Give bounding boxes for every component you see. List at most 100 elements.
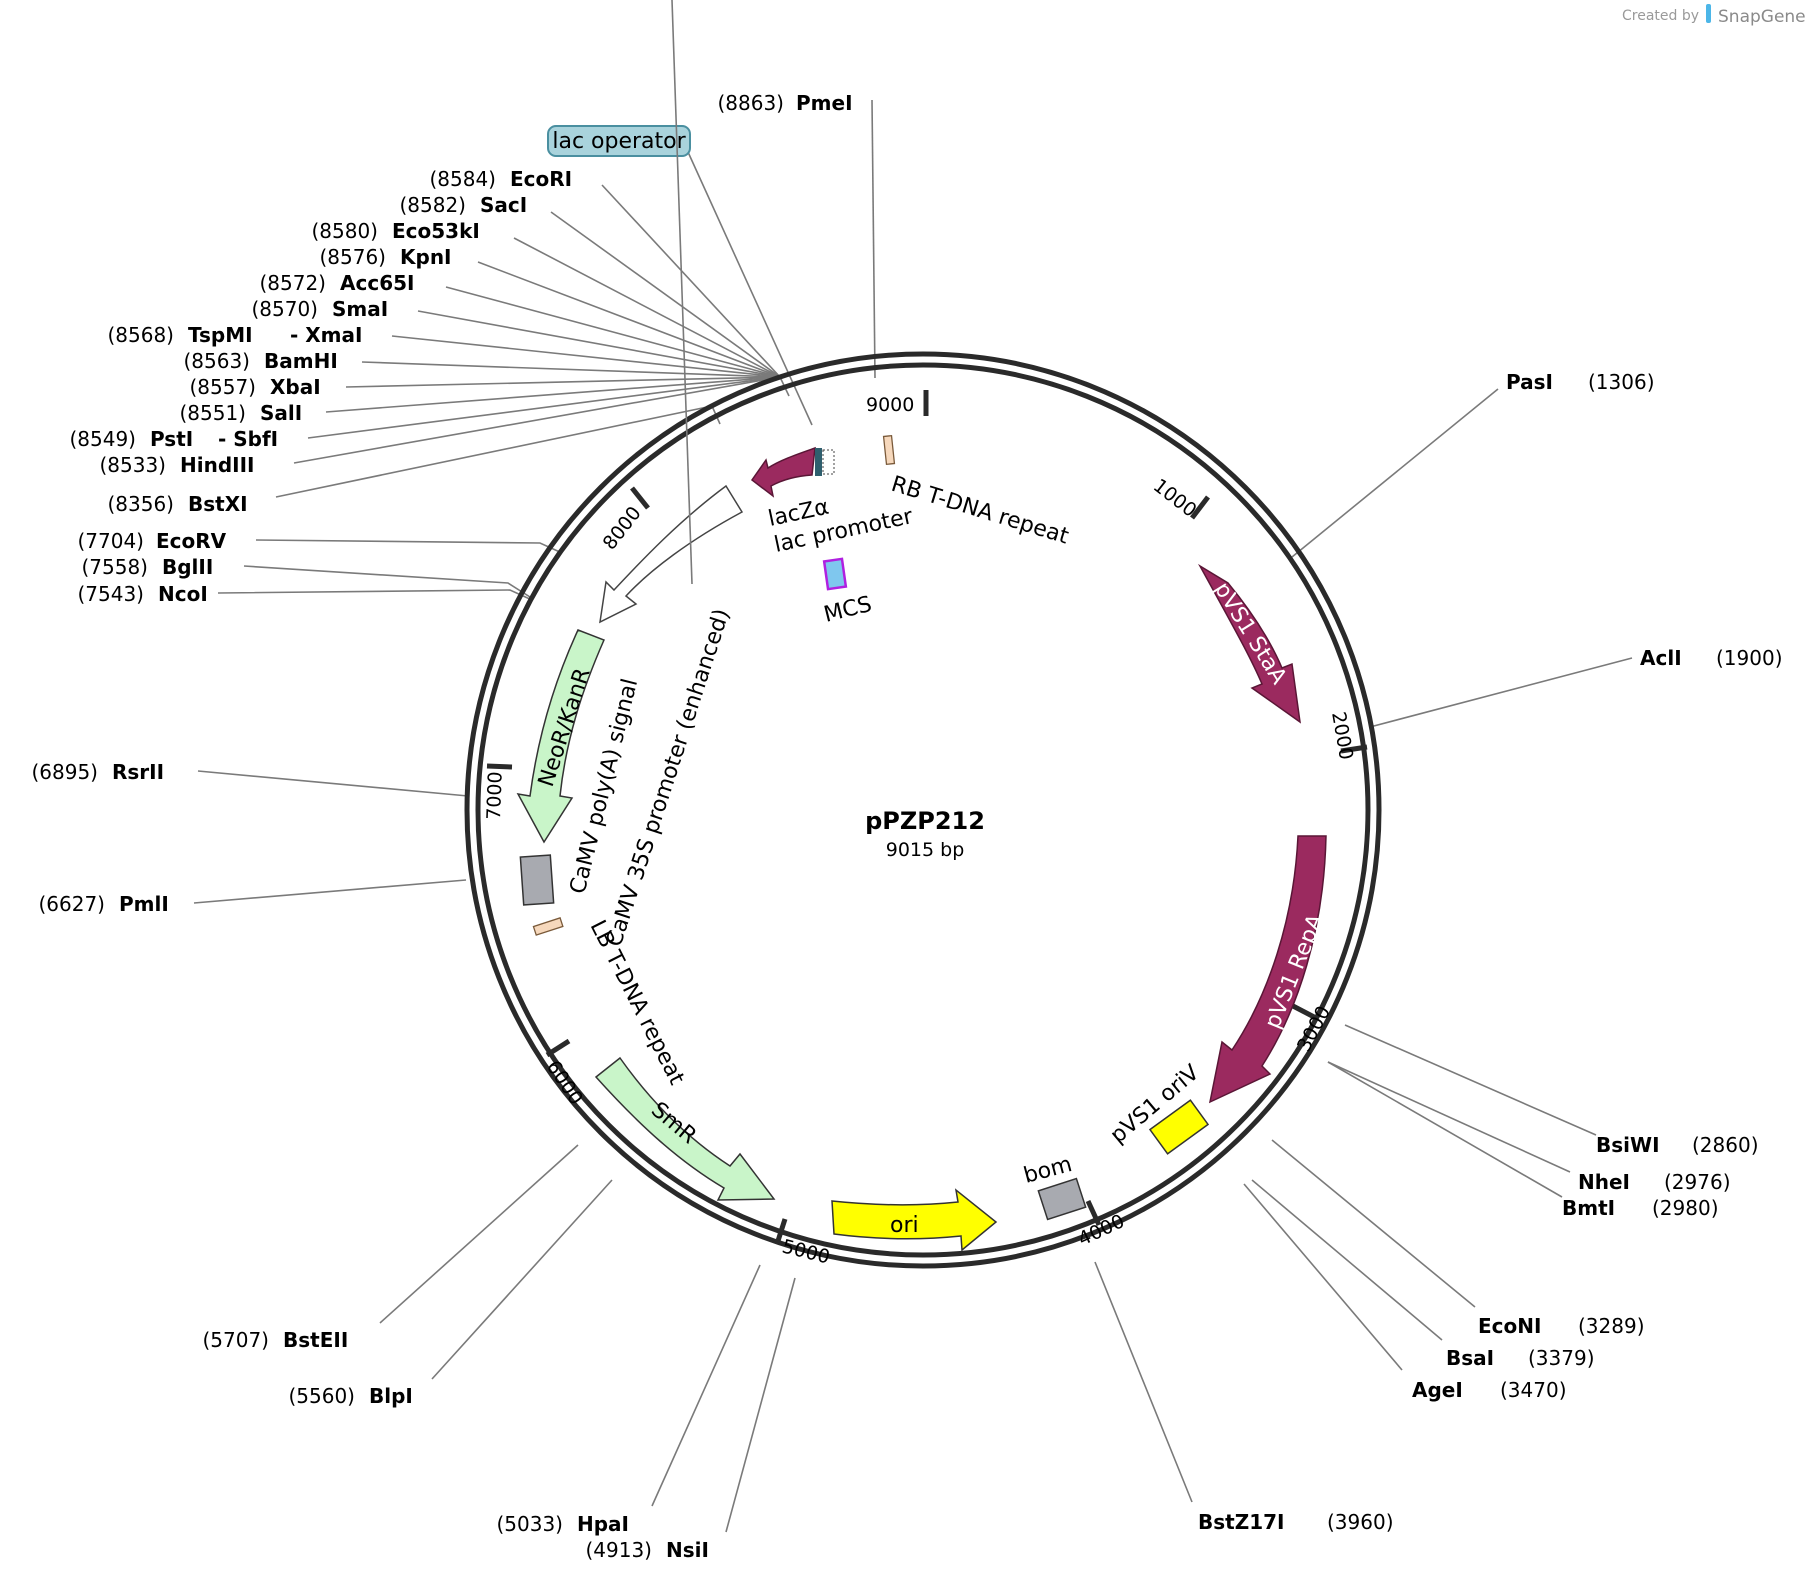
plasmid-name: pPZP212 xyxy=(865,807,985,835)
site-bstxi-name: BstXI xyxy=(188,492,248,516)
backbone-inner-circle xyxy=(475,362,1371,1258)
site-rsrii: (6895) RsrII xyxy=(31,760,164,784)
site-tspmi-name: TspMI xyxy=(188,323,253,347)
site-xbai-name: XbaI xyxy=(270,375,321,399)
site-psti-pos: (8549) xyxy=(69,427,136,451)
leader-bsteii xyxy=(379,1144,579,1324)
pvs1-staa-label: pVS1 StaA xyxy=(1209,578,1291,689)
site-pmli-name: PmlI xyxy=(119,892,169,916)
site-sali-name: SalI xyxy=(260,401,302,425)
site-hpai-pos: (5033) xyxy=(496,1512,563,1536)
site-psti-name: PstI xyxy=(150,427,193,451)
site-hpai: (5033) HpaI xyxy=(496,1512,629,1536)
mcs-mark xyxy=(822,557,848,591)
site-smai: (8570) SmaI xyxy=(251,297,388,321)
site-pmei: (8863) PmeI xyxy=(717,91,852,115)
site-kpni: (8576) KpnI xyxy=(319,245,451,269)
leader-bmti xyxy=(1327,1061,1563,1198)
lac-operator-label: lac operator xyxy=(552,129,686,154)
site-bamhi-pos: (8563) xyxy=(183,349,250,373)
site-pmli-pos: (6627) xyxy=(38,892,105,916)
site-eco53ki: (8580) Eco53kI xyxy=(311,219,479,243)
mcs-feature: MCS xyxy=(821,557,874,628)
site-saci-pos: (8582) xyxy=(399,193,466,217)
ori-feature: ori xyxy=(831,1188,998,1252)
leader-pmei xyxy=(871,99,876,379)
site-bglii-name: BglII xyxy=(162,555,213,579)
site-smai-name: SmaI xyxy=(332,297,388,321)
lacz-alpha-arrow xyxy=(750,446,816,498)
site-pasi-pos: (1306) xyxy=(1588,370,1655,394)
leader-hpai xyxy=(651,1264,761,1507)
site-sali-pos: (8551) xyxy=(179,401,246,425)
lac-operator-box xyxy=(547,125,691,157)
site-bamhi-name: BamHI xyxy=(264,349,338,373)
site-ncoi-name: NcoI xyxy=(158,582,208,606)
restriction-site-labels: (8863) PmeI (8584) EcoRI (8582) SacI (85… xyxy=(31,91,1782,1562)
site-blpi-pos: (5560) xyxy=(288,1384,355,1408)
lb-repeat-mark xyxy=(532,917,564,936)
site-bsiwi: BsiWI (2860) xyxy=(1596,1133,1759,1157)
site-saci: (8582) SacI xyxy=(399,193,527,217)
plasmid-length: 9015 bp xyxy=(886,839,965,861)
site-bglii: (7558) BglII xyxy=(81,555,213,579)
site-acli-pos: (1900) xyxy=(1716,646,1783,670)
camv-35s-label: CaMV 35S promoter (enhanced) xyxy=(602,606,735,950)
site-bstz17i-pos: (3960) xyxy=(1327,1510,1394,1534)
camv-35s-arrow xyxy=(599,484,744,624)
site-xbai-pos: (8557) xyxy=(189,375,256,399)
site-ecorv: (7704) EcoRV xyxy=(77,529,226,553)
tick-label-6000: 6000 xyxy=(542,1056,587,1108)
smr-arrow xyxy=(594,1056,776,1201)
site-kpni-pos: (8576) xyxy=(319,245,386,269)
site-pasi-name: PasI xyxy=(1506,370,1553,394)
site-bsiwi-name: BsiWI xyxy=(1596,1133,1660,1157)
site-bmti-name: BmtI xyxy=(1562,1196,1615,1220)
site-sali: (8551) SalI xyxy=(179,401,302,425)
site-econi: EcoNI (3289) xyxy=(1478,1314,1645,1338)
site-eco53ki-pos: (8580) xyxy=(311,219,378,243)
site-nsii-pos: (4913) xyxy=(585,1538,652,1562)
site-bamhi: (8563) BamHI xyxy=(183,349,337,373)
site-ecori-pos: (8584) xyxy=(429,167,496,191)
leader-nhei xyxy=(1327,1061,1571,1173)
rb-repeat-feature: RB T-DNA repeat xyxy=(882,434,1072,550)
leader-acli xyxy=(1369,657,1633,728)
site-acc65i-name: Acc65I xyxy=(340,271,414,295)
lac-operator-feature: lac operator xyxy=(547,125,691,157)
tick-label-5000: 5000 xyxy=(780,1236,832,1269)
bom-box xyxy=(1037,1177,1087,1221)
site-pmli: (6627) PmlI xyxy=(38,892,168,916)
site-pasi: PasI (1306) xyxy=(1506,370,1655,394)
site-bmti: BmtI (2980) xyxy=(1562,1196,1719,1220)
site-tspmi: (8568) TspMI - XmaI xyxy=(107,323,362,347)
leader-nsii xyxy=(725,1277,796,1533)
site-blpi: (5560) BlpI xyxy=(288,1384,412,1408)
site-hindiii-name: HindIII xyxy=(180,453,254,477)
site-kpni-name: KpnI xyxy=(400,245,452,269)
site-blpi-name: BlpI xyxy=(369,1384,413,1408)
site-bmti-pos: (2980) xyxy=(1652,1196,1719,1220)
site-bsai: BsaI (3379) xyxy=(1446,1346,1595,1370)
site-bstz17i: BstZ17I (3960) xyxy=(1198,1510,1394,1534)
pvs1-staa-feature: pVS1 StaA xyxy=(1197,563,1301,724)
leader-blpi xyxy=(431,1179,613,1380)
site-agei-pos: (3470) xyxy=(1500,1378,1567,1402)
tick-label-2000: 2000 xyxy=(1327,710,1357,761)
backbone xyxy=(464,351,1382,1269)
tick-marks xyxy=(486,390,1368,1245)
site-nhei: NheI (2976) xyxy=(1578,1170,1731,1194)
site-hindiii-pos: (8533) xyxy=(99,453,166,477)
snapgene-logo-icon xyxy=(1706,4,1711,23)
tick-label-8000: 8000 xyxy=(599,502,646,554)
site-econi-name: EcoNI xyxy=(1478,1314,1541,1338)
leader-bsiwi xyxy=(1344,1024,1597,1136)
plasmid-center-label: pPZP212 9015 bp xyxy=(865,807,985,861)
site-bsteii-name: BstEII xyxy=(283,1328,348,1352)
lac-operator-mark xyxy=(822,449,835,475)
pvs1-oriv-box xyxy=(1148,1099,1210,1155)
site-ecori: (8584) EcoRI xyxy=(429,167,572,191)
leader-pasi xyxy=(1291,388,1499,558)
leader-lines xyxy=(193,99,1633,1533)
